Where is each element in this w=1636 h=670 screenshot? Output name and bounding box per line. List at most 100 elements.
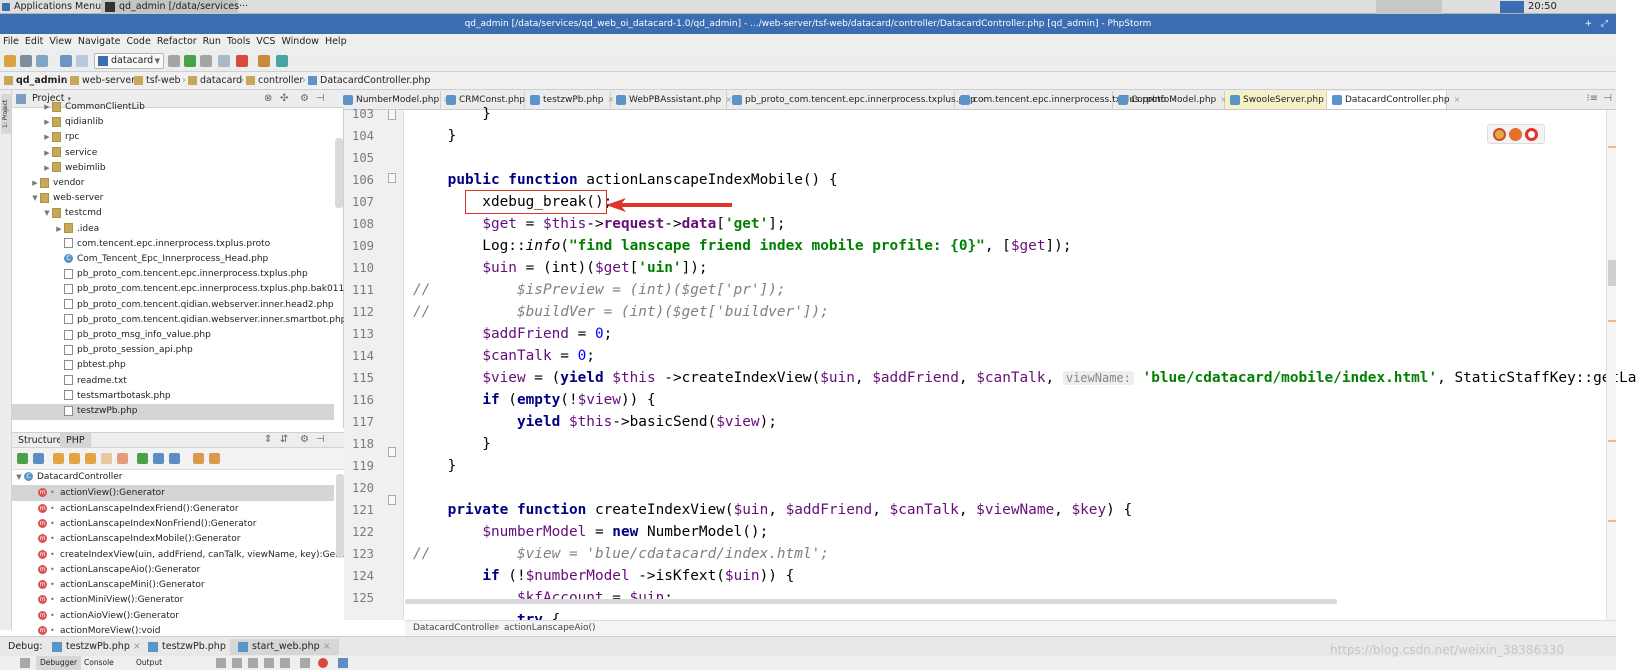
restore-icon[interactable]: ⤢ — [1600, 19, 1608, 29]
project-tree-item[interactable]: pbtest.php — [12, 358, 334, 374]
project-tree-item[interactable]: pb_proto_session_api.php — [12, 343, 334, 359]
profile-icon[interactable] — [218, 55, 230, 67]
nav-crumb-datacard[interactable]: datacard — [188, 72, 242, 90]
autoscroll-from-source-icon[interactable] — [209, 453, 220, 464]
tab-php[interactable]: PHP — [60, 433, 91, 448]
maximize-icon[interactable]: + — [1584, 19, 1592, 29]
tab-structure[interactable]: Structure — [18, 435, 63, 446]
project-tree-item[interactable]: pb_proto_com.tencent.epc.innerprocess.tx… — [12, 282, 350, 298]
structure-method-item[interactable]: m•actionLanscapeIndexMobile():Generator — [12, 531, 334, 547]
marker[interactable] — [1608, 146, 1616, 148]
chevron-right-icon[interactable]: ▶ — [44, 118, 50, 127]
menu-window[interactable]: Window — [281, 36, 319, 47]
debug-tab-testzwpb-1[interactable]: testzwPb.php × — [48, 639, 149, 655]
nav-crumb-root[interactable]: qd_admin — [4, 72, 67, 90]
marker[interactable] — [1608, 440, 1616, 442]
chevron-down-icon[interactable]: ▼ — [32, 194, 38, 203]
structure-icon[interactable] — [276, 55, 288, 67]
close-icon[interactable]: × — [1453, 95, 1461, 104]
project-tree-item[interactable]: com.tencent.epc.innerprocess.txplus.prot… — [12, 237, 334, 253]
expand-icon[interactable]: ⇕ — [264, 434, 273, 445]
chevron-right-icon[interactable]: ▶ — [56, 224, 62, 233]
show-methods-icon[interactable] — [117, 453, 128, 464]
filter-icon[interactable] — [137, 453, 148, 464]
gear-icon[interactable]: ⚙ — [300, 434, 309, 445]
gear-icon[interactable]: ⚙ — [300, 93, 309, 104]
editor-tab[interactable]: WebPBAssistant.php× — [611, 91, 732, 109]
editor-tab[interactable]: SwooleServer.php× — [1225, 91, 1335, 109]
chevron-right-icon[interactable]: ▶ — [44, 148, 50, 157]
project-scrollbar[interactable] — [335, 138, 343, 208]
close-icon[interactable]: × — [322, 641, 331, 652]
crumb-method[interactable]: actionLanscapeAio() — [504, 623, 596, 633]
menu-vcs[interactable]: VCS — [256, 36, 276, 47]
nav-crumb-web-server[interactable]: web-server — [70, 72, 135, 90]
menu-tools[interactable]: Tools — [226, 36, 251, 47]
menu-run[interactable]: Run — [202, 36, 221, 47]
project-tree-item[interactable]: ▶vendor — [12, 176, 334, 192]
fold-marker-icon[interactable] — [388, 173, 396, 183]
chevron-right-icon[interactable]: ▶ — [44, 163, 50, 172]
project-tree-item[interactable]: pb_proto_com.tencent.qidian.webserver.in… — [12, 313, 346, 329]
step-into-icon[interactable] — [232, 658, 242, 668]
stop-icon[interactable] — [236, 55, 248, 67]
hide-panel-icon[interactable]: ⊣ — [316, 93, 325, 104]
step-over-icon[interactable] — [216, 658, 226, 668]
nav-crumb-tsf-web[interactable]: tsf-web — [134, 72, 181, 90]
project-tree-item[interactable]: ▶service — [12, 146, 334, 162]
chevron-down-icon[interactable]: ▼ — [44, 209, 50, 218]
crumb-class[interactable]: DatacardController — [413, 623, 499, 633]
show-inherited-icon[interactable] — [53, 453, 64, 464]
project-tree-item[interactable]: ▶.idea — [12, 222, 334, 238]
marker[interactable] — [1608, 520, 1616, 522]
hide-panel-icon[interactable]: ⊣ — [316, 434, 325, 445]
opera-icon[interactable] — [1525, 128, 1538, 141]
debug-settings-icon[interactable] — [338, 658, 348, 668]
tab-list-icon[interactable]: ⁝≡ — [1586, 93, 1598, 104]
debug-icon[interactable] — [184, 55, 196, 67]
project-tree-item[interactable]: pb_proto_msg_info_value.php — [12, 328, 334, 344]
sort-alpha-icon[interactable] — [33, 453, 44, 464]
collapse-all-icon[interactable]: ⊗ — [264, 93, 273, 104]
structure-method-item[interactable]: m•actionLanscapeAio():Generator — [12, 562, 334, 578]
menu-code[interactable]: Code — [126, 36, 151, 47]
editor-tab[interactable]: DatacardController.php× — [1327, 91, 1460, 109]
nav-crumb-file[interactable]: DatacardController.php — [308, 72, 430, 90]
structure-method-item[interactable]: m•actionView():Generator — [12, 485, 334, 501]
project-tree-item[interactable]: ▶webimlib — [12, 161, 334, 177]
menu-view[interactable]: View — [49, 36, 72, 47]
subtab-console[interactable]: Console — [84, 658, 114, 667]
menu-edit[interactable]: Edit — [24, 36, 44, 47]
run-to-cursor-icon[interactable] — [280, 658, 290, 668]
code-editor[interactable]: } } public function actionLanscapeIndexM… — [405, 106, 1636, 628]
fold-marker-icon[interactable] — [388, 495, 396, 505]
editor-tab[interactable]: com.tencent.epc.innerprocess.txplus.prot… — [955, 91, 1177, 109]
run-config-select[interactable]: datacard ▼ — [94, 53, 164, 69]
subtab-debugger[interactable]: Debugger — [36, 656, 82, 670]
fold-marker-icon[interactable] — [388, 110, 396, 120]
applications-menu-icon[interactable] — [2, 3, 10, 11]
save-icon[interactable] — [20, 55, 32, 67]
menu-refactor[interactable]: Refactor — [156, 36, 197, 47]
project-tree-item[interactable]: testsmartbotask.php — [12, 389, 334, 405]
project-tree-item[interactable]: readme.txt — [12, 374, 334, 390]
subtab-output[interactable]: Output — [136, 658, 163, 667]
editor-tab[interactable]: CorpInfoModel.php× — [1113, 91, 1227, 109]
close-icon[interactable]: × — [1220, 95, 1227, 104]
nav-crumb-controller[interactable]: controller — [246, 72, 303, 90]
project-tree-item[interactable]: testzwPb.php — [12, 404, 334, 420]
structure-method-item[interactable]: m•actionLanscapeMini():Generator — [12, 577, 334, 593]
chevron-right-icon[interactable]: ▶ — [44, 103, 50, 111]
collapse-icon[interactable]: ⇵ — [280, 434, 289, 445]
firefox-icon[interactable] — [1509, 128, 1522, 141]
close-icon[interactable]: × — [979, 95, 987, 104]
chevron-right-icon[interactable]: ▶ — [32, 179, 38, 187]
project-tree-item[interactable]: pb_proto_com.tencent.epc.innerprocess.tx… — [12, 267, 334, 283]
debug-tab-start-web[interactable]: start_web.php × — [230, 639, 339, 655]
hide-icon[interactable]: ⊣ — [1603, 93, 1612, 104]
project-tree-item[interactable]: ▶qidianlib — [12, 115, 334, 131]
project-tree-item[interactable]: ▼web-server — [12, 191, 334, 207]
menu-file[interactable]: File — [3, 36, 19, 47]
